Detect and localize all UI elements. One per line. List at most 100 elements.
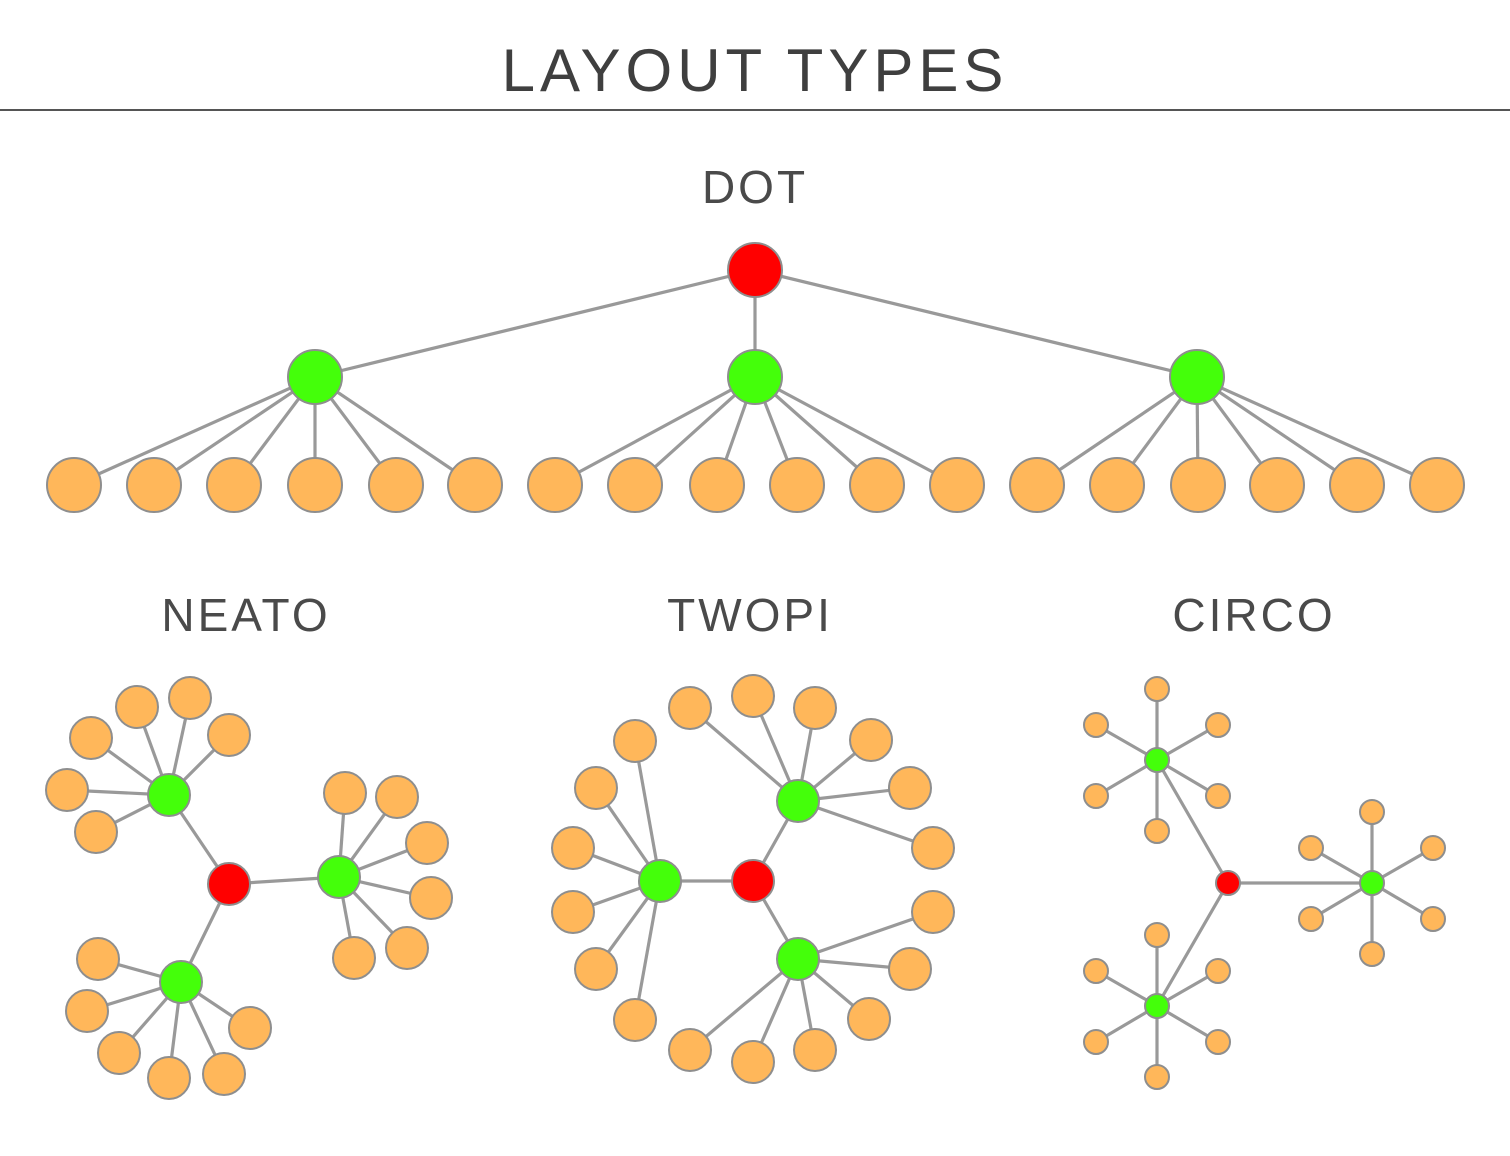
neato-leaf-node <box>385 926 429 970</box>
dot-leaf-node <box>368 457 424 513</box>
circo-leaf-node <box>1083 712 1109 738</box>
neato-leaf-node <box>74 810 118 854</box>
twopi-leaf-node <box>911 890 955 934</box>
neato-label: NEATO <box>161 589 331 641</box>
circo-leaf-node <box>1298 906 1324 932</box>
twopi-leaf-node <box>731 674 775 718</box>
neato-leaf-node <box>69 716 113 760</box>
dot-leaf-node <box>126 457 182 513</box>
circo-label: CIRCO <box>1172 589 1336 641</box>
circo-leaf-node <box>1144 922 1170 948</box>
circo-leaf-node <box>1205 958 1231 984</box>
circo-hub-node <box>1144 747 1170 773</box>
twopi-edge-hub-2-leaf-6 <box>633 880 662 1021</box>
dot-leaf-node <box>1009 457 1065 513</box>
neato-leaf-node <box>323 771 367 815</box>
twopi-leaf-node <box>551 826 595 870</box>
twopi-hub-node <box>638 859 682 903</box>
circo-leaf-node <box>1298 835 1324 861</box>
dot-leaf-node <box>1089 457 1145 513</box>
neato-leaf-node <box>115 685 159 729</box>
circo-edge-root-hub-1 <box>1155 759 1230 884</box>
dot-edge-hub-1-leaf-1 <box>73 375 316 487</box>
neato-leaf-node <box>76 937 120 981</box>
circo-leaf-node <box>1420 835 1446 861</box>
circo-leaf-node <box>1205 783 1231 809</box>
dot-leaf-node <box>607 457 663 513</box>
twopi-leaf-node <box>574 766 618 810</box>
circo-leaf-node <box>1359 799 1385 825</box>
twopi-hub-node <box>776 779 820 823</box>
twopi-leaf-node <box>888 947 932 991</box>
twopi-edge-hub-1-leaf-1 <box>688 706 800 803</box>
dot-edge-hub-1-leaf-2 <box>153 375 316 487</box>
neato-leaf-node <box>207 713 251 757</box>
twopi-leaf-node <box>613 998 657 1042</box>
neato-hub-node <box>317 855 361 899</box>
twopi-leaf-node <box>551 890 595 934</box>
neato-leaf-node <box>45 768 89 812</box>
twopi-edge-hub-2-leaf-1 <box>633 740 662 882</box>
dot-leaf-node <box>1249 457 1305 513</box>
circo-leaf-node <box>1083 783 1109 809</box>
dot-leaf-node <box>1409 457 1465 513</box>
dot-leaf-node <box>206 457 262 513</box>
dot-leaf-node <box>849 457 905 513</box>
dot-edge-root-hub-3 <box>754 268 1198 379</box>
twopi-edge-hub-1-leaf-6 <box>797 799 934 850</box>
neato-leaf-node <box>65 989 109 1033</box>
dot-hub-node <box>287 349 343 405</box>
dot-leaf-node <box>1329 457 1385 513</box>
neato-leaf-node <box>147 1056 191 1100</box>
circo-root-node <box>1215 870 1241 896</box>
page-title: LAYOUT TYPES <box>501 37 1009 104</box>
twopi-leaf-node <box>911 826 955 870</box>
twopi-hub-node <box>776 937 820 981</box>
neato-leaf-node <box>168 676 212 720</box>
neato-hub-node <box>159 960 203 1004</box>
dot-edge-hub-3-leaf-5 <box>1196 375 1358 487</box>
neato-leaf-node <box>332 936 376 980</box>
neato-hub-node <box>147 773 191 817</box>
dot-edge-hub-1-leaf-6 <box>314 375 476 487</box>
twopi-leaf-node <box>793 1028 837 1072</box>
twopi-root-node <box>731 859 775 903</box>
circo-leaf-node <box>1359 941 1385 967</box>
twopi-leaf-node <box>793 686 837 730</box>
dot-root-node <box>727 242 783 298</box>
dot-edge-hub-3-leaf-1 <box>1036 375 1198 487</box>
circo-leaf-node <box>1083 958 1109 984</box>
neato-leaf-node <box>375 775 419 819</box>
circo-leaf-node <box>1144 1064 1170 1090</box>
circo-leaf-node <box>1205 712 1231 738</box>
neato-leaf-node <box>409 876 453 920</box>
dot-leaf-node <box>689 457 745 513</box>
dot-leaf-node <box>447 457 503 513</box>
nodes <box>45 242 1465 1100</box>
dot-edge-root-hub-1 <box>314 268 756 379</box>
twopi-leaf-node <box>668 686 712 730</box>
dot-leaf-node <box>287 457 343 513</box>
circo-edge-root-hub-3 <box>1155 882 1230 1007</box>
neato-leaf-node <box>405 821 449 865</box>
dot-leaf-node <box>46 457 102 513</box>
twopi-edge-hub-3-leaf-6 <box>688 957 800 1052</box>
dot-hub-node <box>1169 349 1225 405</box>
twopi-leaf-node <box>668 1028 712 1072</box>
circo-hub-node <box>1359 870 1385 896</box>
circo-leaf-node <box>1205 1029 1231 1055</box>
twopi-leaf-node <box>849 718 893 762</box>
neato-leaf-node <box>228 1006 272 1050</box>
circo-leaf-node <box>1083 1029 1109 1055</box>
twopi-leaf-node <box>888 766 932 810</box>
title-divider <box>0 109 1510 111</box>
circo-leaf-node <box>1144 676 1170 702</box>
circo-leaf-node <box>1144 818 1170 844</box>
twopi-leaf-node <box>574 947 618 991</box>
circo-leaf-node <box>1420 906 1446 932</box>
dot-leaf-node <box>929 457 985 513</box>
circo-hub-node <box>1144 993 1170 1019</box>
neato-leaf-node <box>97 1031 141 1075</box>
